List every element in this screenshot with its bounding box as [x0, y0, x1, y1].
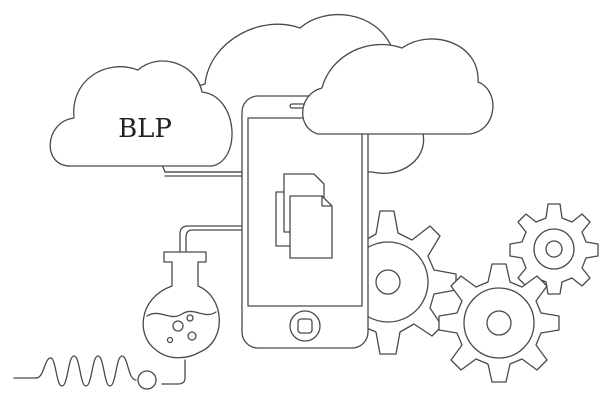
flask-icon — [142, 251, 220, 385]
gear-icon-medium — [438, 263, 560, 383]
right-cloud-icon — [302, 38, 494, 135]
coil-icon — [13, 355, 157, 390]
connector-pipes — [164, 171, 243, 253]
blp-cloud-icon: BLP — [49, 60, 233, 167]
cloud-label: BLP — [118, 114, 172, 144]
gear-icon-small — [509, 203, 599, 295]
documents-icon — [275, 173, 333, 259]
